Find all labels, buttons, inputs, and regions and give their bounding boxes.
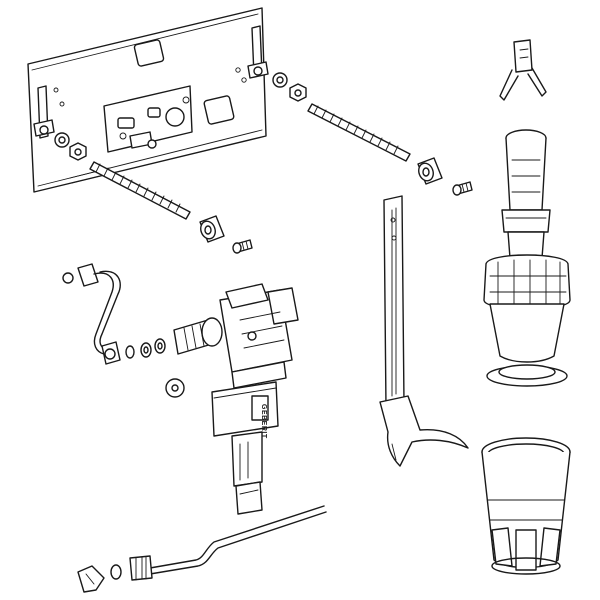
sealing-ring bbox=[110, 564, 122, 580]
valve-brand-text: GEBERIT bbox=[260, 404, 267, 439]
washers-left bbox=[54, 132, 87, 161]
flush-valve bbox=[483, 129, 571, 387]
plate-hole bbox=[165, 107, 185, 127]
fixing-screw-right bbox=[452, 181, 473, 196]
sealing-rings bbox=[125, 338, 166, 359]
float-guide bbox=[379, 195, 469, 467]
threaded-rod-left bbox=[89, 161, 191, 220]
sealing-ring bbox=[62, 272, 74, 284]
plate-slot bbox=[203, 95, 235, 125]
basket-window bbox=[515, 529, 537, 571]
fixing-screw-left bbox=[232, 239, 253, 254]
threaded-rod-right bbox=[307, 103, 411, 162]
basket-window bbox=[539, 527, 561, 567]
cable-nut bbox=[129, 555, 153, 581]
cable-clip bbox=[77, 565, 105, 593]
mounting-plate bbox=[27, 7, 269, 193]
rod-nut-right bbox=[417, 157, 443, 185]
fill-valve-cable bbox=[77, 505, 327, 593]
rod-nut-left bbox=[199, 215, 225, 243]
pipe-nut-top bbox=[77, 263, 99, 287]
valve-foot bbox=[235, 481, 263, 515]
valve-cap bbox=[225, 283, 269, 309]
plate-slot bbox=[117, 117, 135, 129]
plate-slot bbox=[133, 39, 165, 67]
flush-valve-clip bbox=[499, 39, 547, 101]
flush-valve-basket bbox=[481, 437, 571, 575]
brand-plate bbox=[251, 395, 269, 421]
washers-right bbox=[272, 72, 307, 102]
fill-valve: GEBERIT bbox=[173, 283, 299, 515]
connection-pipe bbox=[62, 263, 121, 365]
plate-slot bbox=[147, 107, 161, 118]
valve-tube bbox=[231, 431, 263, 487]
throttle-disc bbox=[165, 378, 185, 398]
basket-window bbox=[491, 527, 513, 567]
